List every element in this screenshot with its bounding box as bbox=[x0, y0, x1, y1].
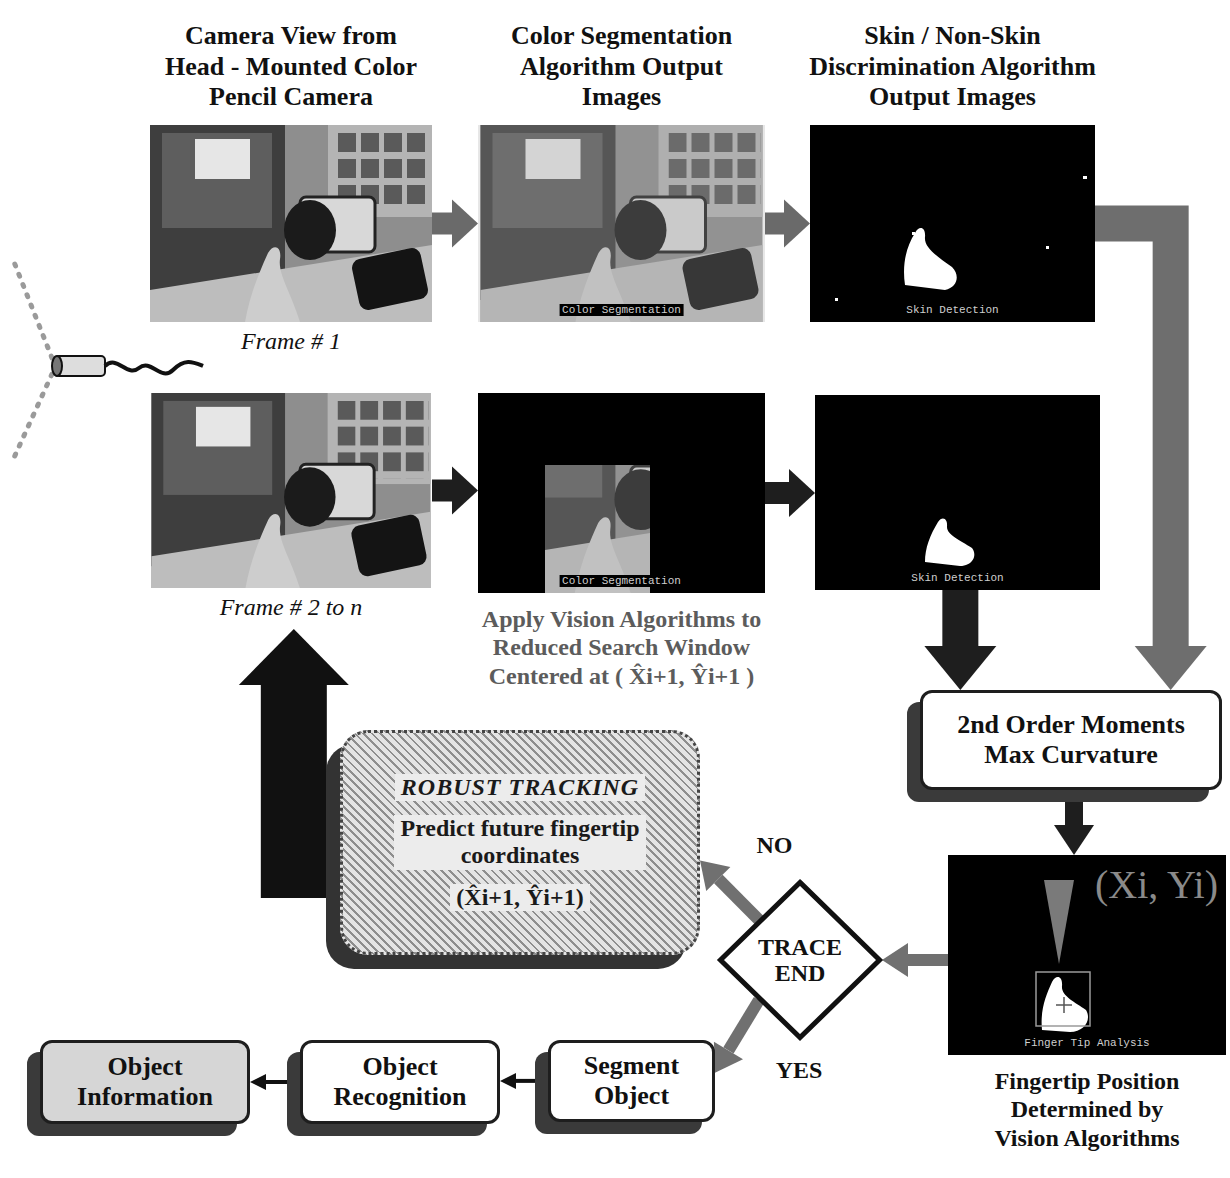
process-box: 2nd Order Moments Max Curvature bbox=[920, 690, 1222, 790]
camera-frame-photo bbox=[151, 393, 430, 588]
process-label: Segment Object bbox=[563, 1051, 700, 1111]
flow-arrow bbox=[266, 1080, 300, 1084]
skin-mask-image-part bbox=[835, 298, 838, 301]
camera-frame-photo-part bbox=[151, 393, 430, 588]
image-label: Color Segmentation bbox=[559, 304, 684, 316]
segmented-frame-photo-part bbox=[478, 125, 765, 322]
image-label: Color Segmentation bbox=[559, 575, 684, 587]
image-label: Finger Tip Analysis bbox=[1021, 1037, 1152, 1049]
step-caption: Apply Vision Algorithms to Reduced Searc… bbox=[482, 605, 762, 690]
column-heading: Skin / Non-Skin Discrimination Algorithm… bbox=[780, 21, 1125, 113]
process-label: Object Information bbox=[55, 1052, 235, 1112]
camera-frame: Camera View from Head - Mounted Color Pe… bbox=[150, 125, 432, 322]
search-window-crop bbox=[545, 465, 650, 593]
diamond-outline bbox=[720, 882, 879, 1037]
flow-arrow bbox=[765, 482, 789, 504]
frame-caption: Frame # 2 to n bbox=[220, 594, 363, 621]
tracking-heading: ROBUST TRACKING bbox=[395, 774, 645, 801]
flow-arrow bbox=[1095, 224, 1171, 647]
tracking-body: Predict future fingertip coordinates bbox=[394, 815, 646, 870]
process-label: 2nd Order Moments Max Curvature bbox=[935, 710, 1207, 770]
pencil-camera-icon-part bbox=[12, 374, 52, 462]
pencil-camera-icon-part bbox=[14, 262, 52, 358]
frame-caption: Frame # 1 bbox=[241, 328, 341, 355]
camera-frame-photo bbox=[150, 125, 432, 322]
skin-mask-image-part bbox=[815, 395, 1100, 590]
output-box: Object Information bbox=[40, 1040, 250, 1124]
flow-arrow bbox=[908, 954, 948, 966]
image-label: Skin Detection bbox=[903, 304, 1001, 316]
segmented-frame-photo bbox=[478, 125, 765, 322]
skin-mask-image-part bbox=[904, 228, 957, 290]
fingertip-analysis-image bbox=[948, 855, 1226, 1055]
column-heading: Color Segmentation Algorithm Output Imag… bbox=[502, 21, 742, 113]
coordinate-label: (Xi, Yi) bbox=[1095, 861, 1218, 908]
skin-mask-image-part bbox=[925, 519, 974, 566]
camera-frame-photo-part bbox=[150, 125, 432, 322]
process-box: Segment Object bbox=[548, 1040, 715, 1122]
search-window-image-part bbox=[478, 393, 765, 593]
skin-mask-image-part bbox=[1046, 246, 1049, 249]
process-label: Object Recognition bbox=[315, 1052, 485, 1112]
search-window-image bbox=[478, 393, 765, 593]
flow-arrow bbox=[765, 213, 784, 235]
decision-label: TRACE END bbox=[744, 934, 856, 987]
image-label: Skin Detection bbox=[908, 572, 1006, 584]
skin-mask-image-part bbox=[810, 125, 1095, 322]
fingertip-analysis-image-part bbox=[948, 855, 1226, 1055]
skin-mask-image-part bbox=[912, 232, 915, 235]
fingertip-output: (Xi, Yi)Finger Tip AnalysisFingertip Pos… bbox=[948, 855, 1226, 1055]
tracking-box: ROBUST TRACKING Predict future fingertip … bbox=[340, 730, 700, 955]
skin-output: Skin Detection bbox=[815, 395, 1100, 590]
flow-arrow bbox=[432, 213, 452, 235]
branch-label: NO bbox=[754, 832, 796, 859]
column-heading: Camera View from Head - Mounted Color Pe… bbox=[156, 21, 426, 113]
flow-arrow bbox=[516, 1079, 548, 1083]
segmentation-output: Color Segmentation Algorithm Output Imag… bbox=[478, 125, 765, 322]
flow-arrow bbox=[728, 1000, 759, 1050]
flow-arrow bbox=[294, 685, 340, 865]
camera-frame: Frame # 2 to n bbox=[150, 393, 432, 588]
segmentation-output: Color SegmentationApply Vision Algorithm… bbox=[478, 393, 765, 593]
flow-arrow bbox=[942, 590, 978, 646]
process-box: Object Recognition bbox=[300, 1040, 500, 1124]
pencil-camera-icon-part bbox=[52, 356, 62, 376]
fingertip-analysis-image-part bbox=[1044, 880, 1074, 964]
connector-group bbox=[266, 224, 1171, 1083]
step-caption: Fingertip Position Determined by Vision … bbox=[977, 1067, 1197, 1152]
skin-output: Skin / Non-Skin Discrimination Algorithm… bbox=[810, 125, 1095, 322]
search-window-image-part bbox=[545, 465, 650, 593]
fingertip-analysis-image-part bbox=[1036, 972, 1090, 1026]
pencil-camera-icon-part bbox=[105, 362, 203, 373]
tracking-coordinates: (X̂i+1, Ŷi+1) bbox=[450, 884, 589, 912]
fingertip-analysis-image-part bbox=[1042, 977, 1088, 1032]
skin-mask-image-part bbox=[1083, 176, 1087, 179]
flow-arrow bbox=[1065, 790, 1083, 825]
skin-mask-image bbox=[815, 395, 1100, 590]
flow-arrow bbox=[432, 480, 452, 502]
branch-label: YES bbox=[773, 1057, 826, 1084]
fingertip-analysis-image-part bbox=[1063, 997, 1065, 1013]
search-window-image-part bbox=[545, 465, 650, 593]
flow-arrow bbox=[718, 879, 759, 920]
skin-mask-image bbox=[810, 125, 1095, 322]
decision-diamond: TRACE END bbox=[718, 880, 882, 1040]
